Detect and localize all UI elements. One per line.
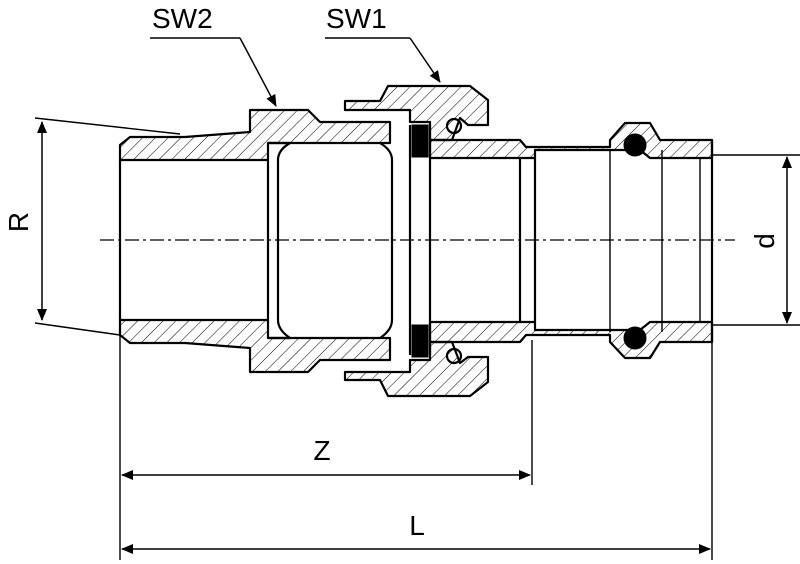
dimension-r — [34, 117, 181, 336]
dimension-z-label: Z — [313, 435, 330, 466]
press-o-ring-upper — [623, 133, 647, 157]
press-o-ring-lower — [623, 326, 647, 350]
dimension-r-label: R — [3, 212, 34, 232]
sw1-label: SW1 — [326, 3, 387, 34]
dimension-d — [712, 154, 800, 326]
nut-o-ring-upper — [445, 117, 463, 135]
fitting-body-upper — [118, 84, 714, 162]
flat-gasket-upper — [411, 124, 429, 158]
sw2-leader-arrow — [239, 37, 277, 107]
nut-o-ring-lower — [445, 347, 463, 365]
sw1-leader-arrow — [409, 37, 441, 83]
dimension-d-label: d — [749, 233, 780, 249]
dimension-l-label: L — [409, 510, 425, 541]
flat-gasket-lower — [411, 324, 429, 358]
sw2-label: SW2 — [152, 3, 213, 34]
